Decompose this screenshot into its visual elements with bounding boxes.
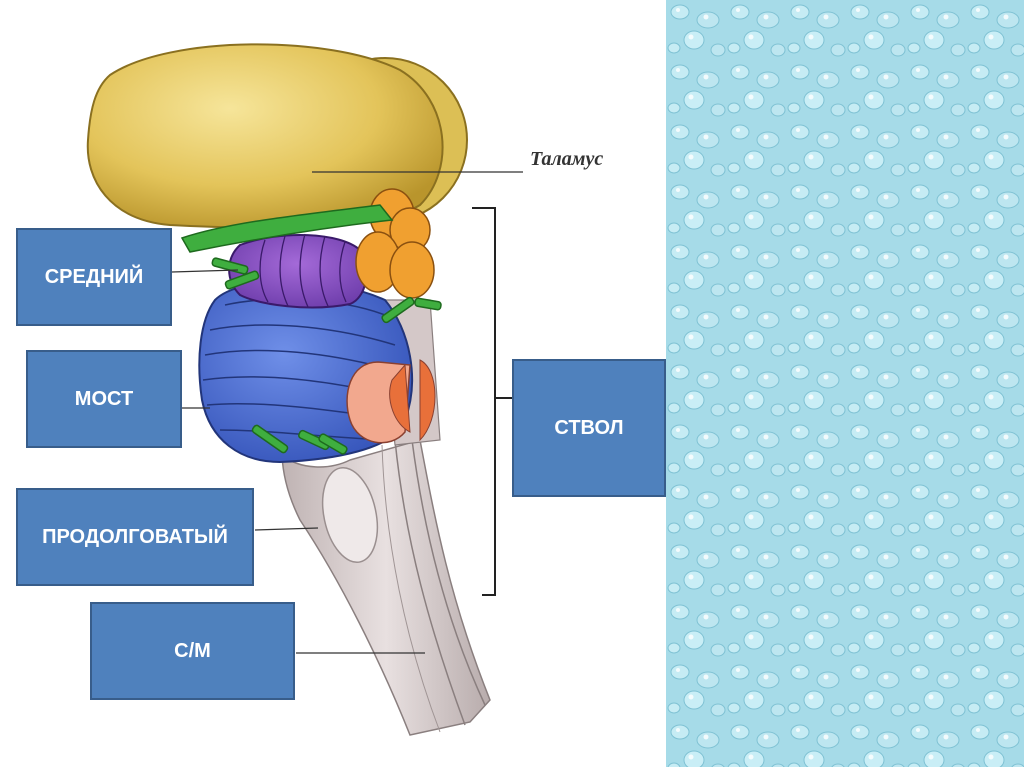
medulla-and-spinal-cord: [281, 439, 491, 736]
brain-stem-illustration: [86, 43, 523, 736]
leader-lines: [171, 171, 523, 654]
diagram-area: Таламус СРЕДНИЙ МОСТ ПРОДОЛГОВАТЫЙ С/М С…: [16, 43, 666, 736]
pons-label: МОСТ: [74, 387, 134, 410]
quadrigeminal-body: [355, 188, 435, 299]
cerebellar-peduncle: [346, 359, 436, 444]
brainstem-bracket: [472, 207, 512, 596]
midbrain-label-box: СРЕДНИЙ: [16, 228, 172, 326]
medulla-label-box: ПРОДОЛГОВАТЫЙ: [16, 488, 254, 586]
thalamus-label: Таламус: [530, 148, 604, 170]
cranial-nerves: [211, 257, 442, 455]
pons-label-box: МОСТ: [26, 350, 182, 448]
brainstem-label-box: СТВОЛ: [512, 359, 666, 497]
spinal-cord-label-box: С/М: [90, 602, 295, 700]
midbrain-label: СРЕДНИЙ: [44, 265, 144, 288]
medulla-label: ПРОДОЛГОВАТЫЙ: [42, 525, 228, 548]
spinal-cord-label: С/М: [174, 639, 211, 662]
midbrain: [228, 233, 368, 309]
optic-tract: [180, 204, 394, 253]
brainstem-label: СТВОЛ: [554, 416, 624, 439]
water-drops-background: [666, 0, 1024, 767]
